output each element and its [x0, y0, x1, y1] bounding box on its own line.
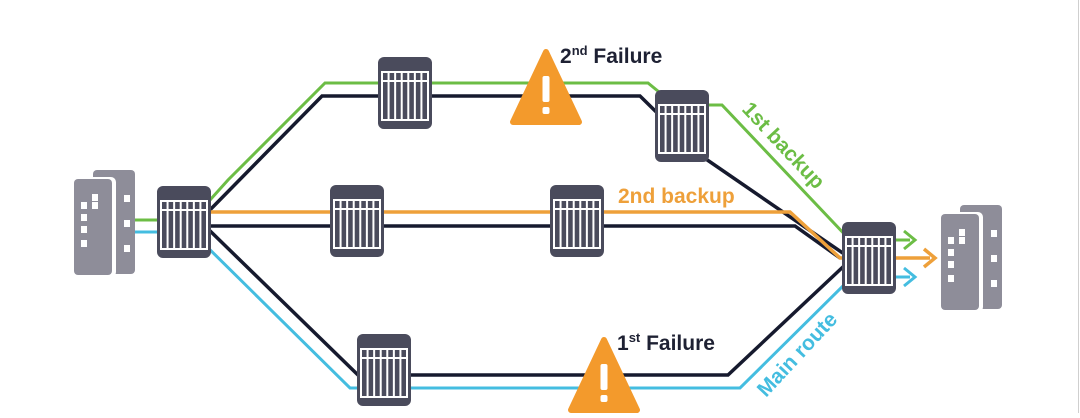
warning-bar	[542, 76, 550, 102]
sites	[72, 170, 1002, 312]
middle-router-1-icon	[330, 185, 384, 257]
second-failure-label: 2nd Failure	[560, 43, 662, 68]
egress-router-icon	[842, 222, 896, 294]
arrowheads	[903, 229, 938, 288]
arrow-main-route-icon	[903, 266, 918, 288]
link-ingress-bottom	[203, 224, 847, 377]
ingress-router-icon	[157, 186, 211, 258]
arrow-first-backup-icon	[903, 229, 918, 251]
arrow-second-backup-icon	[922, 247, 938, 269]
main-route-label: Main route	[753, 308, 842, 401]
link-ingress-top	[203, 94, 851, 260]
warning-dot	[542, 107, 550, 114]
link-ingress-middle	[205, 224, 842, 260]
frame-edge	[1078, 0, 1079, 413]
top-router-2-icon	[655, 90, 709, 162]
warning-bar	[600, 364, 608, 390]
physical-links	[203, 94, 851, 377]
warning-dot	[600, 395, 608, 402]
top-router-1-icon	[378, 57, 432, 129]
source-building-icon	[72, 170, 135, 277]
second-failure-warning	[510, 49, 582, 125]
first-failure-label: 1st Failure	[617, 330, 715, 355]
routers	[157, 57, 896, 406]
first-failure-warning	[568, 337, 640, 413]
bottom-router-1-icon	[357, 334, 411, 406]
destination-building-icon	[939, 205, 1002, 312]
first-backup-label: 1st backup	[737, 98, 829, 194]
middle-router-2-icon	[550, 185, 604, 257]
second-backup-label: 2nd backup	[618, 185, 735, 208]
